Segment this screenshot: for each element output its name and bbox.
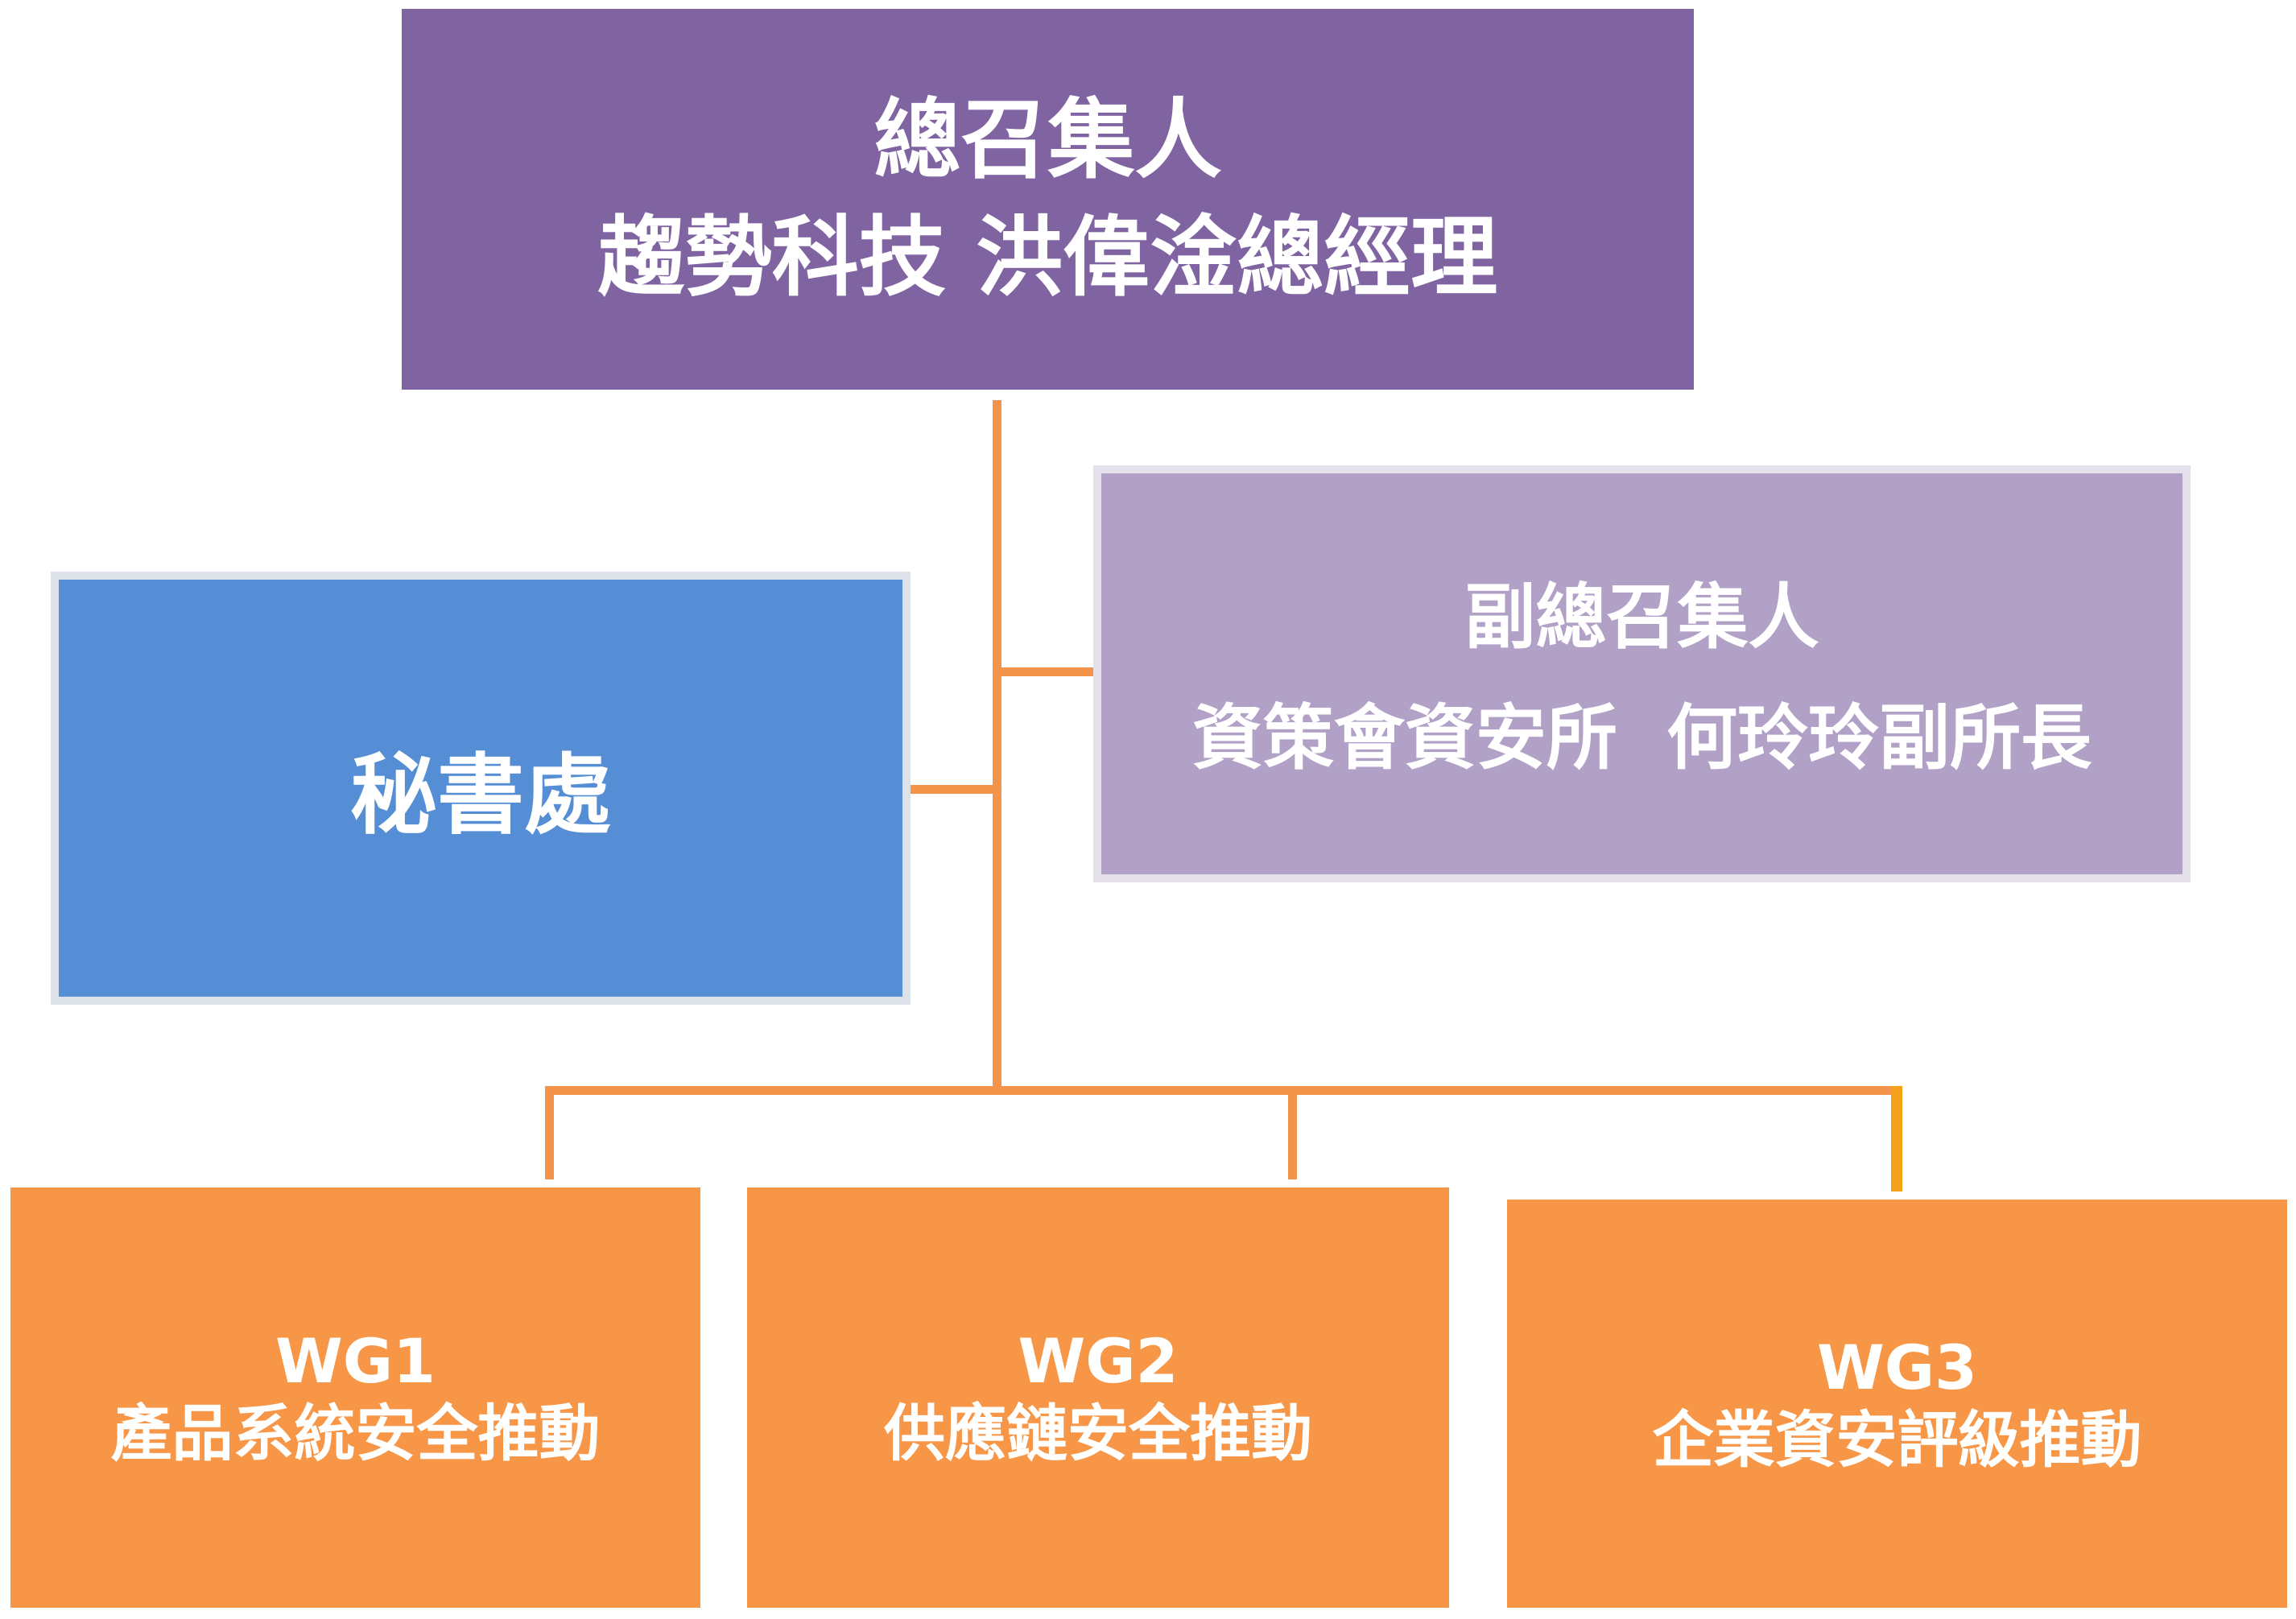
working-group-name: 產品系統安全推動 (110, 1398, 601, 1469)
connector-to-wg3 (1891, 1086, 1902, 1192)
connector-to-deputy (993, 667, 1093, 676)
working-group-name: 供應鏈安全推動 (884, 1398, 1312, 1469)
secretariat-label: 秘書處 (349, 745, 611, 846)
convener-box: 總召集人 趨勢科技 洪偉淦總經理 (402, 9, 1694, 390)
deputy-convener-box: 副總召集人 資策會資安所 何玲玲副所長 (1093, 465, 2191, 882)
connector-to-wg1 (545, 1086, 554, 1179)
working-group-code: WG3 (1816, 1331, 1978, 1403)
working-group-box-wg1: WG1 產品系統安全推動 (10, 1187, 700, 1608)
working-group-box-wg3: WG3 企業資安評級推動 (1507, 1200, 2287, 1608)
convener-person: 趨勢科技 洪偉淦總經理 (597, 207, 1498, 308)
working-group-box-wg2: WG2 供應鏈安全推動 (747, 1187, 1449, 1608)
connector-to-secretariat (911, 785, 1001, 794)
convener-title: 總召集人 (873, 89, 1222, 191)
working-group-code: WG1 (275, 1325, 436, 1397)
deputy-convener-person: 資策會資安所 何玲玲副所長 (1191, 696, 2092, 779)
connector-trunk (993, 400, 1001, 1094)
connector-to-wg2 (1288, 1086, 1297, 1179)
secretariat-box: 秘書處 (51, 572, 911, 1005)
working-group-code: WG2 (1018, 1325, 1179, 1397)
connector-horizontal-bus (545, 1086, 1900, 1095)
deputy-convener-title: 副總召集人 (1464, 576, 1819, 659)
working-group-name: 企業資安評級推動 (1652, 1403, 2142, 1476)
